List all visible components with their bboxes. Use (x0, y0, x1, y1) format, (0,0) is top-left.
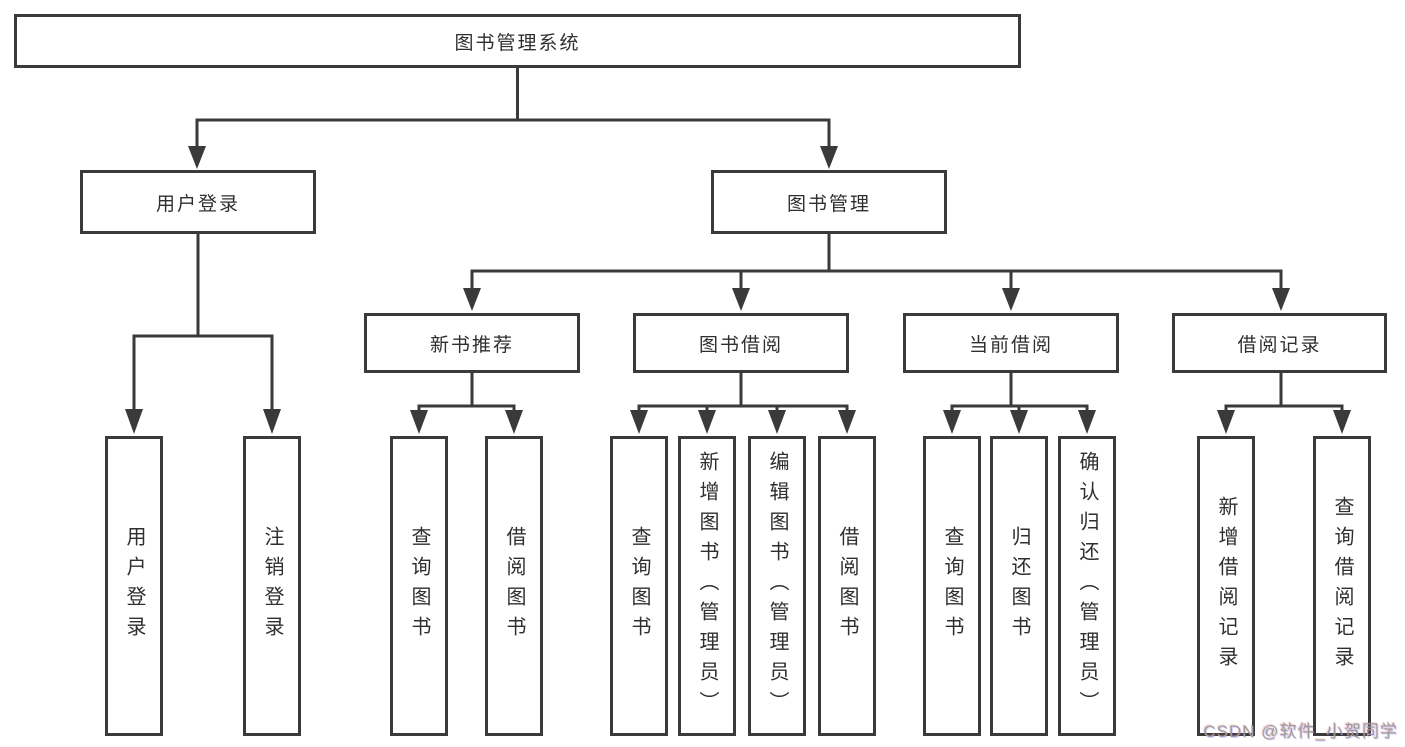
arrow-br-query (1333, 410, 1351, 434)
node-new-book-recommend-label: 新书推荐 (429, 334, 514, 356)
leaf-cb-return-books-label: 归还图书 (1008, 526, 1030, 646)
node-book-management: 图书管理 (711, 170, 947, 234)
borrow-records-rail-line (1224, 404, 1344, 411)
leaf-nb-borrow-books: 借阅图书 (485, 436, 543, 736)
leaf-user-login: 用户登录 (105, 436, 163, 736)
arrow-bb-edit (768, 410, 786, 434)
node-book-borrow: 图书借阅 (633, 313, 849, 373)
leaf-nb-query-books-label: 查询图书 (408, 526, 430, 646)
leaf-cb-query-books-label: 查询图书 (941, 526, 963, 646)
node-root-label: 图书管理系统 (454, 32, 581, 54)
arrow-cb-return (1010, 410, 1028, 434)
arrow-new-books (463, 288, 481, 311)
level3-rail-line (470, 269, 1283, 291)
leaf-br-add-record-label: 新增借阅记录 (1215, 496, 1237, 676)
node-book-borrow-label: 图书借阅 (698, 334, 783, 356)
node-root: 图书管理系统 (14, 14, 1021, 68)
node-borrow-records: 借阅记录 (1172, 313, 1387, 373)
leaf-nb-query-books: 查询图书 (390, 436, 448, 736)
node-user-login-label: 用户登录 (155, 193, 240, 215)
level2-rail-line (195, 118, 831, 148)
leaf-logout: 注销登录 (243, 436, 301, 736)
arrow-bb-add (698, 410, 716, 434)
arrowheads (125, 146, 1351, 434)
leaf-cb-return-books: 归还图书 (990, 436, 1048, 736)
leaf-bb-add-books-admin-label: 新增图书（管理员） (696, 451, 718, 721)
leaf-bb-add-books-admin: 新增图书（管理员） (678, 436, 736, 736)
arrow-user-login (188, 146, 206, 169)
arrow-leaf-logout (263, 409, 281, 434)
node-user-login: 用户登录 (80, 170, 316, 234)
arrow-cb-query (943, 410, 961, 434)
arrow-book-mgmt (820, 146, 838, 169)
leaf-cb-query-books: 查询图书 (923, 436, 981, 736)
leaf-br-query-record-label: 查询借阅记录 (1331, 496, 1353, 676)
node-book-management-label: 图书管理 (786, 193, 871, 215)
arrow-nb-borrow (505, 410, 523, 434)
user-login-rail-line (132, 334, 274, 411)
leaf-nb-borrow-books-label: 借阅图书 (503, 526, 525, 646)
node-current-borrow-label: 当前借阅 (968, 334, 1053, 356)
arrow-current-borrow (1002, 288, 1020, 311)
leaf-bb-borrow-books: 借阅图书 (818, 436, 876, 736)
leaf-br-add-record: 新增借阅记录 (1197, 436, 1255, 736)
arrow-cb-confirm (1078, 410, 1096, 434)
arrow-book-borrow (732, 288, 750, 311)
arrow-leaf-login (125, 409, 143, 434)
arrow-nb-query (410, 410, 428, 434)
leaf-user-login-label: 用户登录 (123, 526, 145, 646)
arrow-bb-borrow (838, 410, 856, 434)
node-borrow-records-label: 借阅记录 (1237, 334, 1322, 356)
arrow-borrow-records (1272, 288, 1290, 311)
leaf-cb-confirm-return-admin-label: 确认归还（管理员） (1076, 451, 1098, 721)
leaf-bb-edit-books-admin: 编辑图书（管理员） (748, 436, 806, 736)
leaf-bb-borrow-books-label: 借阅图书 (836, 526, 858, 646)
csdn-watermark: CSDN @软件_小贺同学 (1203, 722, 1398, 741)
leaf-br-query-record: 查询借阅记录 (1313, 436, 1371, 736)
new-books-rail-line (417, 404, 516, 411)
node-current-borrow: 当前借阅 (903, 313, 1119, 373)
leaf-logout-label: 注销登录 (261, 526, 283, 646)
book-borrow-rail-line (637, 404, 849, 411)
arrow-br-add (1217, 410, 1235, 434)
leaf-bb-edit-books-admin-label: 编辑图书（管理员） (766, 451, 788, 721)
node-new-book-recommend: 新书推荐 (364, 313, 580, 373)
arrow-bb-query (630, 410, 648, 434)
leaf-cb-confirm-return-admin: 确认归还（管理员） (1058, 436, 1116, 736)
leaf-bb-query-books-label: 查询图书 (628, 526, 650, 646)
leaf-bb-query-books: 查询图书 (610, 436, 668, 736)
